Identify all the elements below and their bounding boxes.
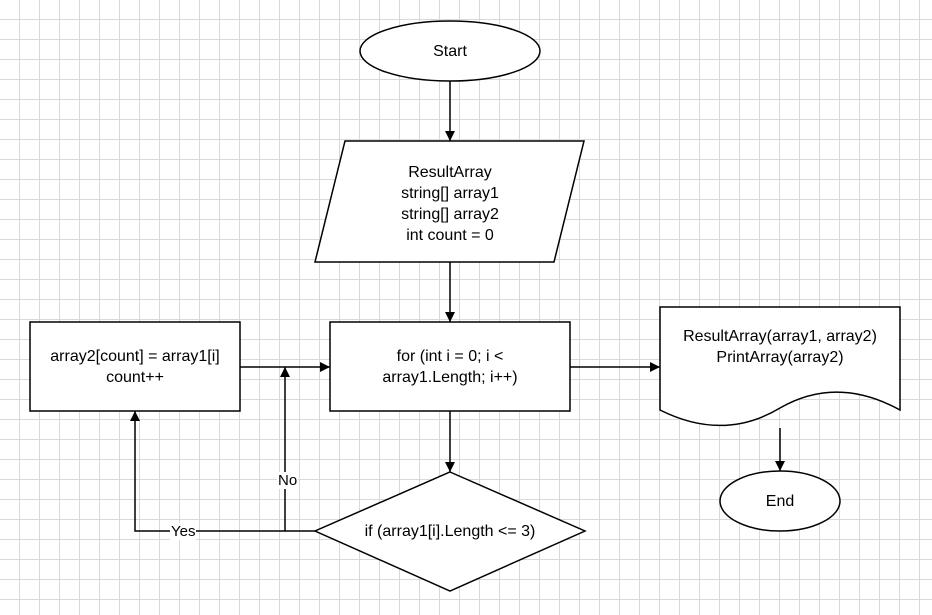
output-document-shape[interactable] xyxy=(659,306,901,427)
start-label: Start xyxy=(433,42,467,60)
loop-label: for (int i = 0; i < array1.Length; i++) xyxy=(382,347,518,386)
assign-label: array2[count] = array1[i] count++ xyxy=(50,347,220,386)
edge-condition-yes-to-assign xyxy=(130,411,315,532)
input-parallelogram[interactable] xyxy=(314,140,585,263)
end-label: End xyxy=(765,492,795,510)
loop-process-box[interactable] xyxy=(329,321,571,412)
input-label: ResultArray string[] array1 string[] arr… xyxy=(401,163,499,244)
edge-label-yes: Yes xyxy=(170,523,197,540)
edge-label-no: No xyxy=(277,472,299,489)
condition-decision[interactable] xyxy=(313,471,587,592)
condition-label: if (array1[i].Length <= 3) xyxy=(364,522,536,540)
output-label: ResultArray(array1, array2) PrintArray(a… xyxy=(683,328,877,366)
